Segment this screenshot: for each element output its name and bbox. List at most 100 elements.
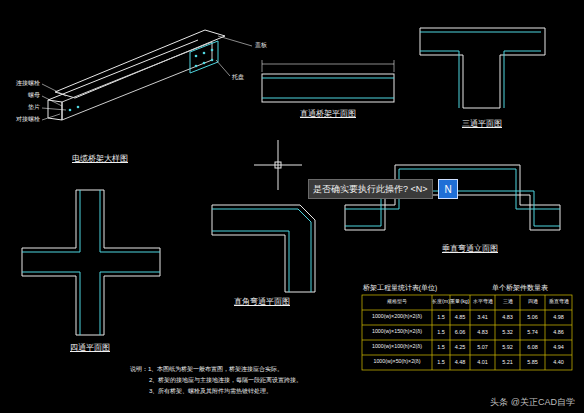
table-cell: 1.5 bbox=[437, 359, 445, 365]
tee-tray-plan bbox=[420, 28, 545, 108]
table-cell: 4.98 bbox=[553, 314, 564, 320]
table-cell: 1000(w)×50(h)×2(δ) bbox=[373, 359, 420, 365]
cable-tray-perspective bbox=[55, 30, 225, 98]
cable-tray-perspective bbox=[195, 65, 198, 68]
leader-line bbox=[42, 108, 66, 110]
quantity-table-grid bbox=[362, 295, 572, 370]
table-cell: 5.92 bbox=[502, 344, 513, 350]
cable-tray-perspective bbox=[69, 109, 72, 112]
table-title: 桥架工程量统计表(单位) bbox=[363, 284, 437, 291]
cable-tray-perspective bbox=[77, 106, 80, 109]
cable-tray-perspective bbox=[211, 49, 214, 52]
quantity-table-grid bbox=[495, 295, 496, 370]
figure-title: 直角弯通平面图 bbox=[234, 298, 290, 307]
quantity-table-grid bbox=[520, 295, 521, 370]
table-cell: 4.01 bbox=[477, 359, 488, 365]
callout-label: 连接螺栓 bbox=[16, 80, 40, 87]
table-cell: 1.5 bbox=[437, 344, 445, 350]
cross-tray-plan bbox=[22, 190, 160, 335]
table-cell: 5.21 bbox=[502, 359, 513, 365]
table-cell: 1000(w)×200(h)×2(δ) bbox=[372, 314, 422, 320]
table-header: 四通 bbox=[528, 299, 538, 305]
table-cell: 4.83 bbox=[502, 314, 513, 320]
figure-title: 三通平面图 bbox=[462, 120, 502, 129]
table-cell: 1000(w)×100(h)×2(δ) bbox=[372, 344, 422, 350]
table-cell: 4.40 bbox=[553, 359, 564, 365]
quantity-table-grid bbox=[362, 310, 572, 311]
figure-title: 垂直弯通立面图 bbox=[442, 245, 498, 254]
table-cell: 6.06 bbox=[455, 329, 466, 335]
straight-tray-plan bbox=[262, 60, 394, 102]
leader-line bbox=[42, 84, 66, 96]
quantity-table-grid bbox=[450, 295, 451, 370]
table-cell: 5.85 bbox=[527, 359, 538, 365]
leader-line bbox=[216, 60, 230, 76]
figure-title: 直通桥架平面图 bbox=[300, 110, 356, 119]
crosshair-cursor bbox=[278, 140, 279, 190]
note-text: 3、所有桥架、螺栓及其附件均需热镀锌处理。 bbox=[149, 388, 272, 395]
table-header: 三通 bbox=[503, 299, 513, 305]
quantity-table-grid bbox=[362, 340, 572, 341]
table-cell: 4.83 bbox=[477, 329, 488, 335]
table-header: 水平弯通 bbox=[473, 299, 493, 305]
cable-tray-perspective bbox=[203, 62, 206, 65]
straight-tray-plan bbox=[394, 60, 395, 72]
table-cell: 4.94 bbox=[553, 344, 564, 350]
option-button: N bbox=[438, 179, 458, 199]
table-title: 单个桥架件数量表 bbox=[492, 284, 548, 291]
table-cell: 1000(w)×150(h)×2(δ) bbox=[372, 329, 422, 335]
table-cell: 5.07 bbox=[477, 344, 488, 350]
table-cell: 6.08 bbox=[527, 344, 538, 350]
cable-tray-perspective bbox=[195, 55, 198, 58]
node-text: N bbox=[444, 184, 451, 195]
table-header: 规格型号 bbox=[387, 299, 407, 305]
table-cell: 4.85 bbox=[455, 314, 466, 320]
callout-label: 垫片 bbox=[28, 104, 40, 111]
watermark: 头条 @关正CAD自学 bbox=[490, 398, 575, 408]
figure-title: 四通平面图 bbox=[70, 344, 110, 353]
quantity-table-grid bbox=[545, 295, 546, 370]
quantity-table-grid bbox=[432, 295, 433, 370]
leader-line bbox=[42, 96, 62, 106]
table-cell: 5.06 bbox=[527, 314, 538, 320]
table-cell: 3.41 bbox=[477, 314, 488, 320]
quantity-table-grid bbox=[470, 295, 471, 370]
straight-tray-plan bbox=[262, 98, 394, 99]
callout-label: 托盘 bbox=[232, 74, 244, 81]
cable-tray-perspective bbox=[69, 49, 214, 112]
node-text: 是否确实要执行此操作? <N> bbox=[313, 183, 428, 196]
tee-tray-plan bbox=[420, 28, 545, 108]
crosshair-cursor bbox=[275, 162, 281, 168]
quantity-table-grid bbox=[362, 325, 572, 326]
cable-tray-perspective bbox=[211, 59, 214, 62]
cross-tray-plan bbox=[22, 190, 160, 335]
leader-line bbox=[42, 114, 60, 120]
quantity-table-grid bbox=[362, 355, 572, 356]
table-cell: 4.25 bbox=[455, 344, 466, 350]
tee-tray-plan bbox=[420, 32, 541, 108]
callout-label: 螺母 bbox=[28, 92, 40, 99]
figure-title: 电缆桥架大样图 bbox=[72, 155, 128, 164]
table-header: 重量(kg) bbox=[450, 299, 469, 305]
table-header: 垂直弯通 bbox=[549, 299, 569, 305]
table-cell: 5.32 bbox=[502, 329, 513, 335]
table-cell: 1.5 bbox=[437, 329, 445, 335]
cable-tray-perspective bbox=[48, 30, 225, 120]
table-cell: 1.5 bbox=[437, 314, 445, 320]
command-prompt: 是否确实要执行此操作? <N> bbox=[308, 179, 433, 199]
crosshair-cursor bbox=[254, 140, 302, 190]
table-cell: 4.48 bbox=[455, 359, 466, 365]
right-angle-elbow-plan bbox=[212, 205, 315, 292]
leader-line bbox=[218, 36, 252, 46]
right-angle-elbow-plan bbox=[212, 209, 311, 292]
cross-tray-plan bbox=[22, 190, 160, 335]
leader-line bbox=[42, 36, 252, 120]
callout-label: 对接螺栓 bbox=[16, 116, 40, 123]
straight-tray-plan bbox=[262, 74, 394, 102]
callout-label: 盖板 bbox=[255, 42, 267, 49]
cable-tray-perspective bbox=[203, 52, 206, 55]
table-header: 长度(m) bbox=[432, 299, 450, 305]
note-text: 2、桥架的接地应与主接地连接，每隔一段距离设置跨接。 bbox=[149, 377, 302, 384]
cable-tray-perspective bbox=[190, 41, 218, 73]
quantity-table-grid bbox=[362, 295, 572, 370]
